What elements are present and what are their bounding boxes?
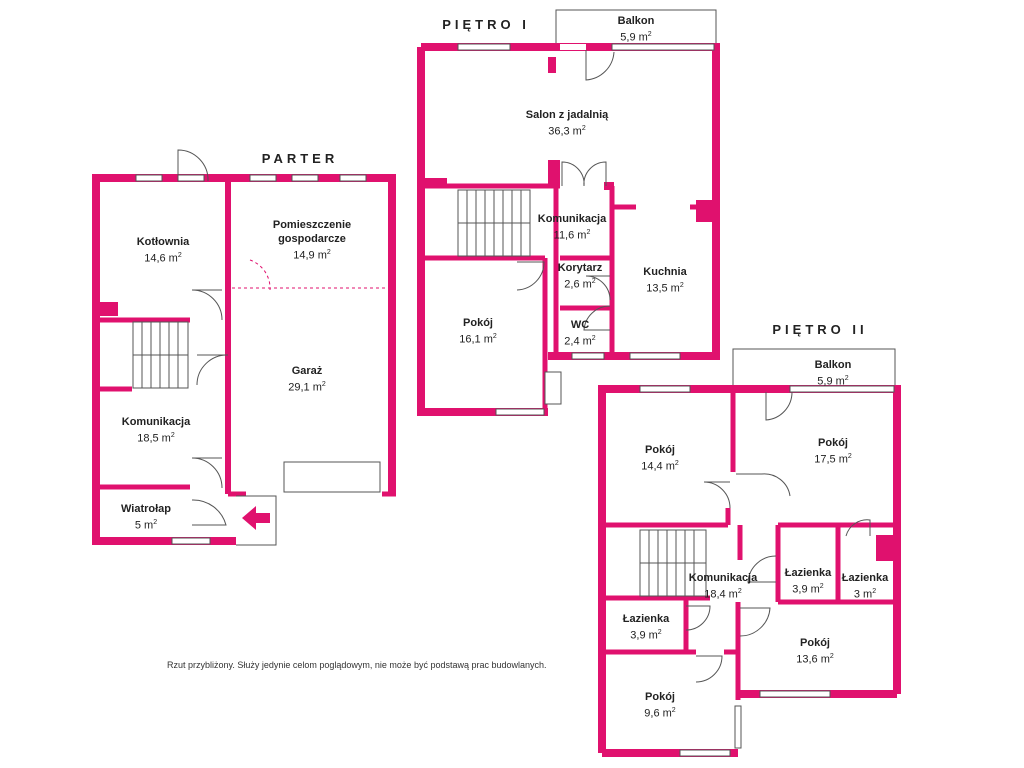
pietro2-plan xyxy=(598,348,901,757)
entrance-arrow-icon xyxy=(242,506,270,530)
floor-title-pietro1: PIĘTRO I xyxy=(442,17,530,32)
pietro1-plan xyxy=(417,9,720,416)
floor-title-pietro2: PIĘTRO II xyxy=(772,322,868,337)
floor-title-parter: PARTER xyxy=(261,151,339,166)
parter-plan xyxy=(92,149,396,546)
disclaimer-note: Rzut przybliżony. Służy jedynie celom po… xyxy=(167,660,547,670)
